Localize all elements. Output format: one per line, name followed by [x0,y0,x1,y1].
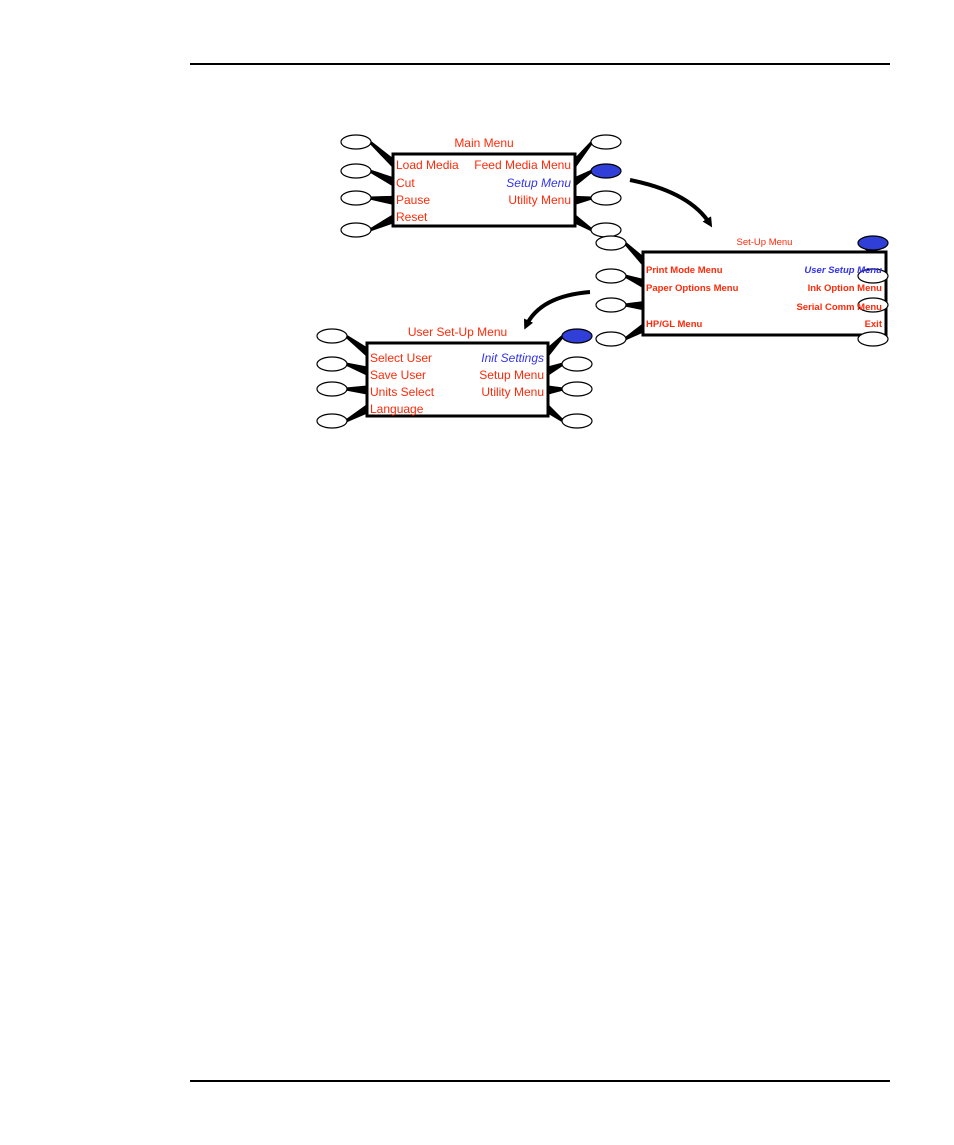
header-rule [190,63,890,65]
soft-key-connector [573,140,594,168]
right-soft-key-button-active[interactable] [590,163,622,179]
soft-key-connector [573,195,594,205]
right-soft-key-button[interactable] [561,381,593,397]
menu-item-label: Utility Menu [481,385,544,399]
footer-rule [190,1080,890,1082]
menu-item-label: Load Media [396,158,459,172]
left-soft-key-button[interactable] [595,331,627,347]
left-soft-key-button[interactable] [316,413,348,429]
left-soft-key-button[interactable] [595,268,627,284]
menu-title: Main Menu [454,136,513,150]
menu-title: User Set-Up Menu [408,325,507,339]
menu-item-label: Units Select [370,385,435,399]
soft-key-connector [623,274,645,288]
left-soft-key-button[interactable] [316,381,348,397]
right-soft-key-button[interactable] [857,331,889,347]
soft-key-connector [623,323,645,341]
left-soft-key-button[interactable] [340,222,372,238]
left-soft-key-button[interactable] [595,235,627,251]
soft-key-connector [573,169,594,187]
menu-item-label: Paper Options Menu [646,283,739,294]
navigation-arrow-to-setup [629,178,713,228]
navigation-arrow-to-user-setup [524,290,591,330]
soft-key-connector [368,140,395,168]
soft-key-connector [344,334,369,357]
soft-key-connector [546,404,565,423]
menu-title: Set-Up Menu [737,237,793,248]
soft-key-connector [546,334,565,357]
left-soft-key-button[interactable] [316,328,348,344]
menu-item-label: Cut [396,176,415,190]
right-soft-key-button-active[interactable] [857,235,889,251]
soft-key-connector [344,362,369,376]
menu-item-label: Reset [396,210,428,224]
soft-key-connector [546,385,565,395]
left-soft-key-button[interactable] [340,134,372,150]
soft-key-connector [546,362,565,376]
left-soft-key-button[interactable] [340,190,372,206]
soft-key-connector [368,195,395,205]
right-soft-key-button[interactable] [561,356,593,372]
right-soft-key-button[interactable] [590,134,622,150]
menu-item-label-selected: User Setup Menu [804,265,882,276]
right-soft-key-button[interactable] [590,222,622,238]
left-soft-key-button[interactable] [340,163,372,179]
left-soft-key-button[interactable] [316,356,348,372]
soft-key-connector [623,241,645,266]
right-soft-key-button[interactable] [590,190,622,206]
right-soft-key-button[interactable] [561,413,593,429]
menu-item-label-selected: Init Settings [481,351,544,365]
menu-display-panel [641,250,888,337]
menu-item-label: Select User [370,351,432,365]
soft-key-connector [368,169,395,187]
right-soft-key-button[interactable] [857,297,889,313]
soft-key-connector [344,385,369,395]
menu-item-label: Feed Media Menu [474,158,571,172]
menu-item-label: Pause [396,193,430,207]
right-soft-key-button[interactable] [857,268,889,284]
soft-key-connector [344,404,369,423]
menu-item-label: Print Mode Menu [646,265,723,276]
menu-item-label: Serial Comm Menu [796,302,882,313]
menu-item-label: Exit [865,319,883,330]
menu-item-label: Ink Option Menu [808,283,883,294]
soft-key-connector [623,301,645,311]
right-soft-key-button-active[interactable] [561,328,593,344]
soft-key-connector [368,214,395,232]
soft-key-connector [573,214,594,232]
menu-display-panel [365,341,550,418]
menu-item-label: HP/GL Menu [646,319,702,330]
menu-display-panel [391,152,577,228]
menu-item-label: Setup Menu [479,368,544,382]
menu-item-label-selected: Setup Menu [506,176,571,190]
menu-item-label: Utility Menu [508,193,571,207]
left-soft-key-button[interactable] [595,297,627,313]
menu-item-label: Save User [370,368,426,382]
menu-item-label: Language [370,402,424,416]
